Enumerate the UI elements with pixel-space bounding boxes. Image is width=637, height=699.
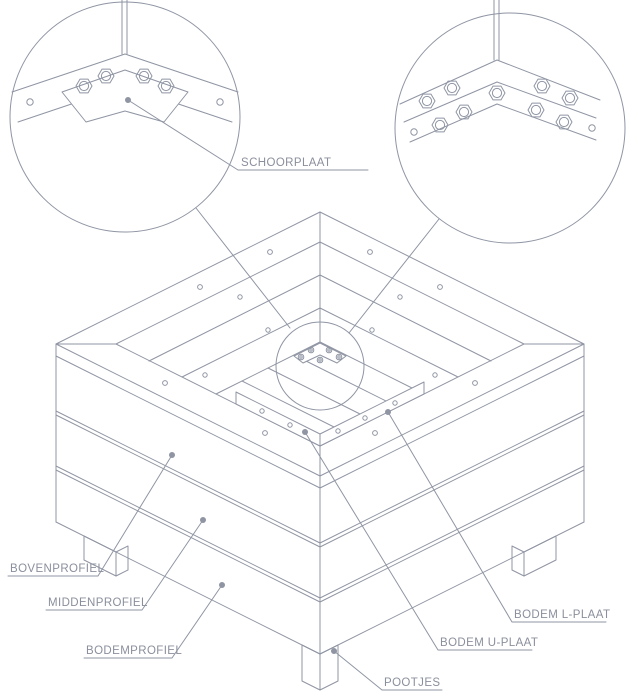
callout-bodem-l-plaat: BODEM L-PLAAT [385, 409, 610, 623]
threaded-rod-icon [493, 0, 500, 61]
bodem-l-plaat-part [319, 381, 425, 447]
callout-schoorplaat: SCHOORPLAAT [125, 97, 369, 171]
label-bovenprofiel: BOVENPROFIEL [10, 563, 104, 575]
mounting-hole [410, 128, 418, 136]
detail-indicator-circle [275, 321, 365, 411]
foot-front [301, 644, 339, 691]
label-bodem-u-plaat: BODEM U-PLAAT [440, 637, 538, 649]
label-schoorplaat: SCHOORPLAAT [241, 157, 331, 169]
corner-bracket [293, 342, 347, 364]
label-bodem-l-plaat: BODEM L-PLAAT [514, 609, 610, 621]
mounting-hole [26, 98, 34, 106]
bodem-u-plaat-part [235, 391, 321, 447]
detail-circle-left-outline [9, 1, 241, 233]
detail-circle-right-outline [394, 12, 626, 244]
rim-screws [162, 249, 478, 436]
label-pootjes: POOTJES [384, 677, 440, 689]
plank-joints-right-face [319, 410, 585, 603]
mounting-hole [588, 124, 596, 132]
detail-reference-lines [195, 207, 440, 334]
label-bodemprofiel: BODEMPROFIEL [86, 645, 182, 657]
callouts: SCHOORPLAAT BOVENPROFIEL MIDDENPROFIEL B… [7, 97, 610, 691]
callout-bodem-u-plaat: BODEM U-PLAAT [302, 429, 538, 651]
interior-floor [215, 341, 425, 434]
wall-screws [202, 294, 438, 378]
planter-box-drawing [55, 211, 585, 691]
foot-right [511, 535, 557, 577]
mounting-hole [216, 98, 224, 106]
callout-bovenprofiel: BOVENPROFIEL [7, 452, 175, 577]
callout-middenprofiel: MIDDENPROFIEL [45, 517, 206, 611]
callout-pootjes: POOTJES [331, 648, 443, 691]
schoorplaat-plate [61, 68, 189, 123]
label-middenprofiel: MIDDENPROFIEL [48, 597, 148, 609]
foot-left [83, 535, 129, 577]
detail-circle-right [394, 0, 626, 244]
threaded-rod-icon [121, 0, 128, 55]
corner-boards [399, 59, 601, 143]
detail-circle-left [9, 0, 241, 233]
callout-bodemprofiel: BODEMPROFIEL [83, 582, 225, 659]
feet [83, 535, 557, 691]
plank-joints-left-face [55, 410, 321, 603]
interior-walls [148, 241, 492, 378]
